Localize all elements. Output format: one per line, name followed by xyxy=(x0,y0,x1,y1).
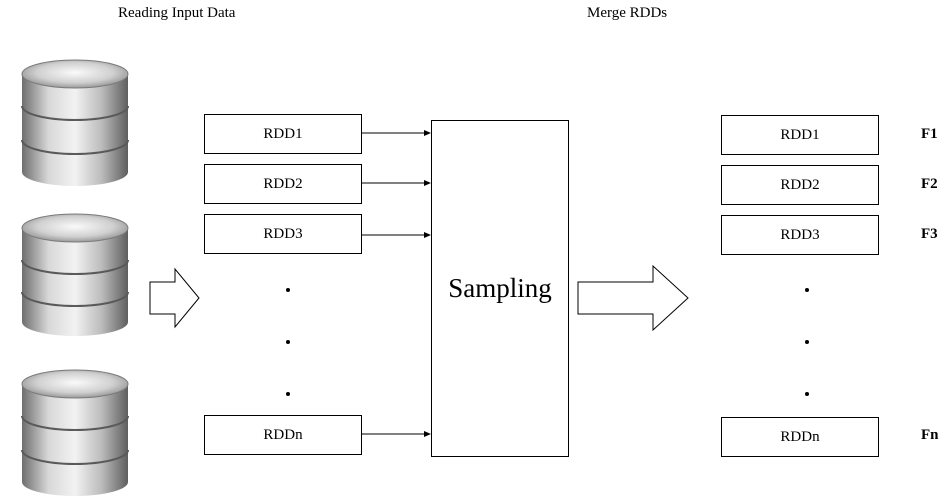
rdd-label: RDD xyxy=(780,126,813,143)
rdd-label: RDD xyxy=(263,125,296,142)
sampling-box: Sampling xyxy=(431,120,569,457)
rdd-subscript: 2 xyxy=(295,175,303,192)
rdd-subscript: n xyxy=(295,426,303,443)
rdd-subscript: 3 xyxy=(812,226,820,243)
ellipsis-dot xyxy=(286,392,290,396)
ellipsis-dot xyxy=(805,288,809,292)
output-flow-arrow xyxy=(577,264,689,332)
reading-input-data-heading: Reading Input Data xyxy=(118,5,236,21)
rdd-label: RDD xyxy=(263,175,296,192)
f-label-2: F2 xyxy=(921,176,938,192)
database-icon xyxy=(21,59,129,186)
rdd-subscript: 1 xyxy=(295,125,303,142)
rdd-subscript: 2 xyxy=(812,176,820,193)
ellipsis-dot xyxy=(286,340,290,344)
merge-rdds-heading: Merge RDDs xyxy=(587,5,668,21)
rdd-label: RDD xyxy=(263,426,296,443)
rdd-label: RDD xyxy=(780,176,813,193)
f-label-3: F3 xyxy=(921,226,938,242)
connector-arrows xyxy=(362,130,431,437)
database-icon xyxy=(21,213,129,336)
rdd-subscript: 3 xyxy=(295,225,303,242)
f-label-n: Fn xyxy=(921,427,939,443)
rdd-label: RDD xyxy=(780,428,813,445)
rdd-subscript: n xyxy=(812,428,820,445)
rdd-label: RDD xyxy=(263,225,296,242)
rdd-label: RDD xyxy=(780,226,813,243)
ellipsis-dot xyxy=(286,288,290,292)
input-flow-arrow xyxy=(149,267,200,329)
database-icon xyxy=(21,369,129,496)
ellipsis-dot xyxy=(805,340,809,344)
rdd-subscript: 1 xyxy=(812,126,820,143)
f-label-1: F1 xyxy=(921,126,938,142)
ellipsis-dot xyxy=(805,392,809,396)
sampling-label: Sampling xyxy=(448,273,552,303)
